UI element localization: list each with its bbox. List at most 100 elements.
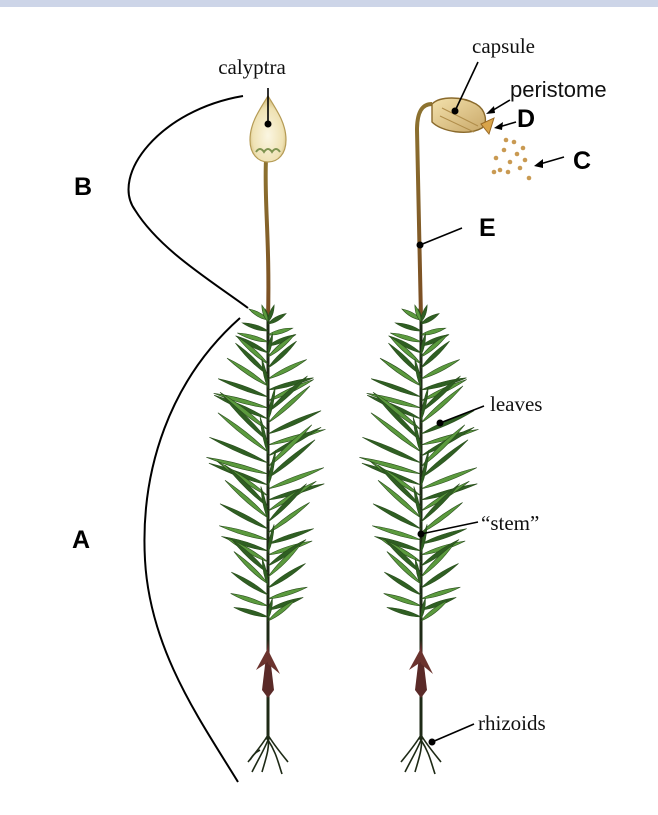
- spores-cluster: [491, 137, 532, 181]
- leaf: [267, 586, 308, 600]
- bracket-a: [143, 317, 241, 783]
- operculum-icon: [480, 117, 495, 136]
- leaf: [420, 359, 460, 380]
- leaf: [237, 332, 270, 343]
- spore-dot: [514, 151, 520, 157]
- top-rule: [0, 0, 658, 7]
- left-brown-sheath: [256, 640, 280, 698]
- right-seta: [414, 102, 433, 319]
- leaves-label: leaves: [490, 392, 542, 416]
- leaf: [420, 410, 475, 435]
- leaf: [420, 544, 455, 578]
- leaf: [420, 502, 463, 534]
- leaf: [223, 396, 269, 442]
- spore-dot: [491, 169, 497, 175]
- leaf: [383, 593, 422, 607]
- leaf: [420, 600, 448, 622]
- leaf: [267, 439, 316, 479]
- capsule-icon: [431, 97, 487, 133]
- stem-label: “stem”: [481, 511, 539, 535]
- leaf: [379, 357, 422, 387]
- leaf: [267, 539, 307, 567]
- right-rhizoids: [400, 734, 442, 775]
- rhizoids-label: rhizoids: [478, 711, 546, 735]
- leaf: [420, 340, 450, 369]
- spore-dot: [507, 159, 513, 165]
- spore-dot: [520, 145, 526, 151]
- spore-dot: [517, 165, 523, 171]
- leaf: [267, 313, 287, 325]
- leaf: [389, 336, 422, 365]
- leaf: [226, 357, 269, 387]
- right-moss-plant: [359, 97, 532, 775]
- leaf: [374, 536, 422, 552]
- leaf: [386, 551, 422, 585]
- right-leaf-cluster: [359, 304, 479, 622]
- leaf: [420, 385, 464, 424]
- leaf: [370, 412, 422, 453]
- calyptra-icon: [249, 94, 287, 163]
- leaf: [420, 375, 461, 413]
- leaf: [235, 335, 269, 354]
- left-leaf-cluster: [206, 304, 326, 622]
- leaf: [420, 467, 478, 490]
- leaf: [219, 503, 269, 530]
- leaf: [267, 375, 308, 413]
- leaf: [267, 304, 275, 323]
- left-moss-plant: [206, 94, 326, 775]
- leaf: [267, 340, 297, 369]
- leaf: [420, 528, 467, 545]
- left-rhizoids: [247, 734, 289, 775]
- leaf: [219, 392, 269, 431]
- letter-d: D: [517, 105, 535, 133]
- leaf: [267, 334, 295, 358]
- leaf: [384, 571, 422, 596]
- leaf: [420, 449, 430, 488]
- letter-a: A: [72, 526, 90, 554]
- leaf: [420, 586, 461, 600]
- leaf: [267, 410, 322, 435]
- leaf: [414, 358, 422, 389]
- leaf: [377, 480, 422, 519]
- leaf: [372, 392, 422, 431]
- leaf: [261, 304, 269, 323]
- leaf: [241, 322, 269, 332]
- leaf: [420, 563, 459, 589]
- leaf: [372, 503, 422, 530]
- leaf: [267, 424, 313, 468]
- leaf: [388, 335, 422, 354]
- leaf: [267, 563, 306, 589]
- leaf: [267, 449, 277, 488]
- bracket-b: [127, 95, 249, 309]
- leaf: [267, 600, 295, 622]
- leaf: [420, 333, 426, 357]
- right-brown-sheath: [409, 640, 433, 698]
- leaf: [206, 457, 269, 475]
- capsule-label: capsule: [472, 34, 535, 58]
- leaf: [267, 386, 276, 422]
- leaf: [217, 378, 269, 398]
- leaf: [267, 524, 275, 554]
- d-arrow: [494, 121, 517, 130]
- leaf: [217, 412, 269, 453]
- spore-dot: [526, 175, 532, 181]
- peristome-label: peristome: [510, 77, 607, 102]
- leaf: [225, 464, 269, 508]
- leaf: [233, 607, 270, 618]
- leaf: [259, 416, 269, 455]
- leaf: [420, 539, 460, 567]
- leaf: [420, 334, 448, 358]
- leaf: [267, 359, 307, 380]
- leaf: [261, 358, 269, 389]
- leaf: [235, 342, 269, 376]
- leaf: [388, 342, 422, 376]
- left-seta: [263, 159, 271, 321]
- leaf: [233, 551, 269, 585]
- spore-dot: [493, 155, 499, 161]
- letter-e: E: [479, 214, 496, 242]
- leaf: [384, 539, 422, 574]
- leaf: [420, 483, 460, 523]
- rhizoids-pointer: [428, 723, 475, 746]
- leaf: [420, 598, 426, 620]
